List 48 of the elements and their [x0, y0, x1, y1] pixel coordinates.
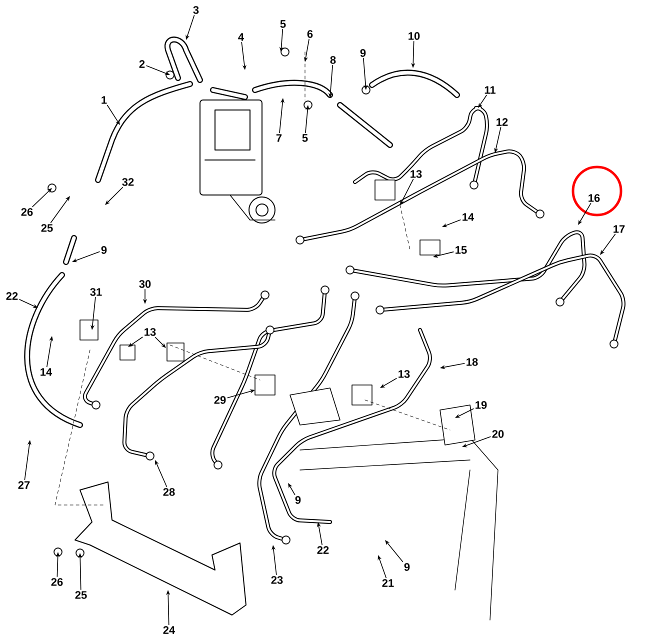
callout-number: 30: [139, 280, 151, 288]
callout-number: 1: [102, 96, 107, 104]
callout-number: 2: [139, 60, 145, 68]
callout-number: 14: [462, 213, 474, 221]
callout-number: 9: [360, 49, 366, 57]
callout-number: 18: [466, 358, 478, 366]
callout-number: 28: [163, 488, 175, 496]
callout-number: 9: [295, 496, 301, 504]
callout-number: 32: [122, 178, 134, 186]
callout-number: 25: [75, 591, 87, 599]
callout-number: 17: [614, 225, 625, 233]
leader-line: [105, 186, 124, 205]
callout-number: 5: [302, 134, 308, 142]
callout-number: 14: [40, 368, 52, 376]
leader-line: [600, 234, 616, 255]
leader-line: [154, 336, 166, 348]
callout-number: 6: [307, 30, 313, 38]
callout-number: 22: [6, 292, 18, 300]
callout-number: 23: [271, 576, 283, 584]
callout-number: 27: [18, 481, 30, 489]
callout-number: 25: [41, 224, 53, 232]
leader-line: [50, 196, 70, 224]
callout-number: 20: [492, 430, 504, 438]
callout-number: 4: [238, 33, 244, 41]
callout-number: 9: [101, 246, 107, 254]
leader-line: [385, 540, 404, 562]
callout-number: 10: [408, 32, 420, 40]
callout-number: 22: [317, 546, 329, 554]
callout-number: 5: [280, 20, 286, 28]
callout-number: 13: [398, 370, 410, 378]
callout-number: 26: [21, 208, 33, 216]
callout-number: 19: [476, 401, 487, 409]
callout-number: 15: [456, 246, 467, 254]
callout-number: 11: [484, 86, 496, 94]
callout-number: 7: [276, 134, 282, 142]
callout-number: 31: [90, 288, 102, 296]
callout-number: 16: [588, 194, 600, 202]
callout-number: 9: [404, 563, 410, 571]
callout-number: 21: [382, 579, 394, 587]
leader-line: [32, 188, 52, 208]
callout-number: 12: [496, 118, 508, 126]
callout-number: 29: [214, 396, 226, 404]
callout-number: 3: [193, 6, 199, 14]
callout-number: 24: [163, 626, 176, 634]
callout-number: 13: [410, 170, 422, 178]
callout-number: 26: [51, 578, 63, 586]
callout-number: 8: [330, 56, 336, 64]
callout-number: 13: [144, 328, 156, 336]
